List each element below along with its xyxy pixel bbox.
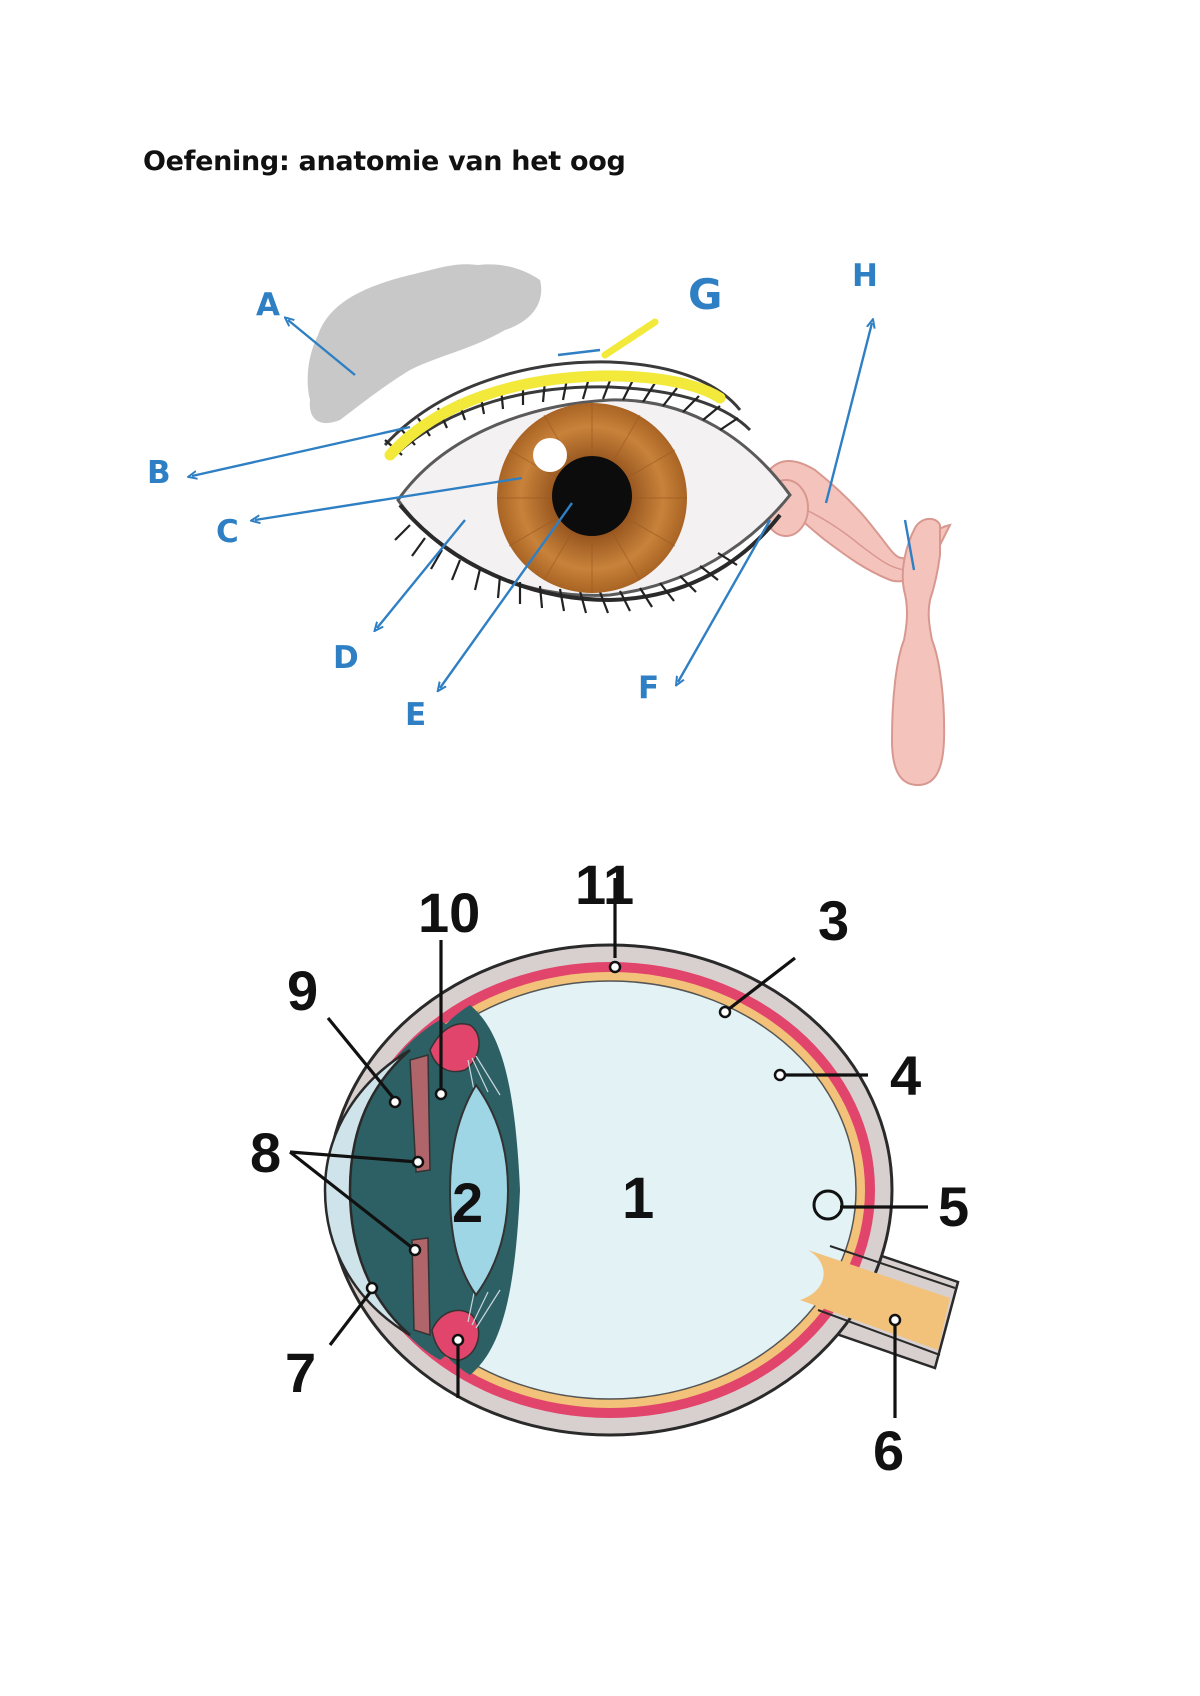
label-7: 7 [285, 1341, 316, 1404]
label-11: 11 [575, 853, 634, 916]
external-eye-diagram: A B C D E F G H [147, 258, 952, 787]
page-title: Oefening: anatomie van het oog [143, 146, 626, 177]
iris-fibers [497, 403, 687, 593]
label-F-pointer [678, 519, 772, 682]
label-3: 3 [818, 889, 849, 952]
eyebrow-shape [307, 264, 542, 424]
label-C-pointer [255, 476, 523, 520]
label-10: 10 [418, 881, 480, 944]
label-E-pointer [440, 502, 573, 688]
label-8-pointer-b [289, 1150, 416, 1252]
label-B-pointer [192, 425, 411, 476]
eye-cross-section: 1 2 3 4 5 6 7 8 9 10 11 [250, 853, 969, 1482]
cornea [323, 1048, 411, 1337]
label-D-pointer [377, 519, 466, 628]
label-H-pointer [824, 323, 872, 504]
label-A: A [256, 287, 280, 323]
label-C: C [216, 514, 239, 550]
optic-disc-marker [812, 1189, 844, 1221]
label-G-pointer [601, 318, 659, 359]
tear-duct-system [763, 460, 952, 787]
lens [448, 1083, 510, 1297]
label-A-pointer [288, 320, 356, 376]
label-9-pointer [326, 1016, 397, 1102]
label-1: 1 [622, 1166, 654, 1231]
label-7-pointer [328, 1289, 374, 1346]
label-F: F [638, 670, 659, 706]
label-G-underline [557, 348, 601, 357]
label-G: G [688, 270, 722, 319]
label-2: 2 [452, 1171, 483, 1234]
label-D: D [333, 640, 359, 676]
pupil [552, 456, 632, 536]
label-5: 5 [938, 1175, 969, 1238]
iris-lower [411, 1237, 431, 1337]
iris-upper [409, 1054, 431, 1173]
lower-eyelashes [394, 524, 738, 614]
label-3-pointer [724, 956, 796, 1014]
light-reflection [533, 438, 567, 472]
optic-nerve [800, 1250, 950, 1350]
eyelid-margin-highlight [384, 370, 726, 461]
label-4: 4 [890, 1044, 921, 1107]
label-H: H [852, 258, 878, 294]
label-6: 6 [873, 1419, 904, 1482]
label-E: E [405, 697, 426, 733]
label-8-pointer-a [289, 1150, 419, 1164]
label-B: B [147, 455, 171, 491]
label-8: 8 [250, 1121, 281, 1184]
label-9: 9 [287, 959, 318, 1022]
